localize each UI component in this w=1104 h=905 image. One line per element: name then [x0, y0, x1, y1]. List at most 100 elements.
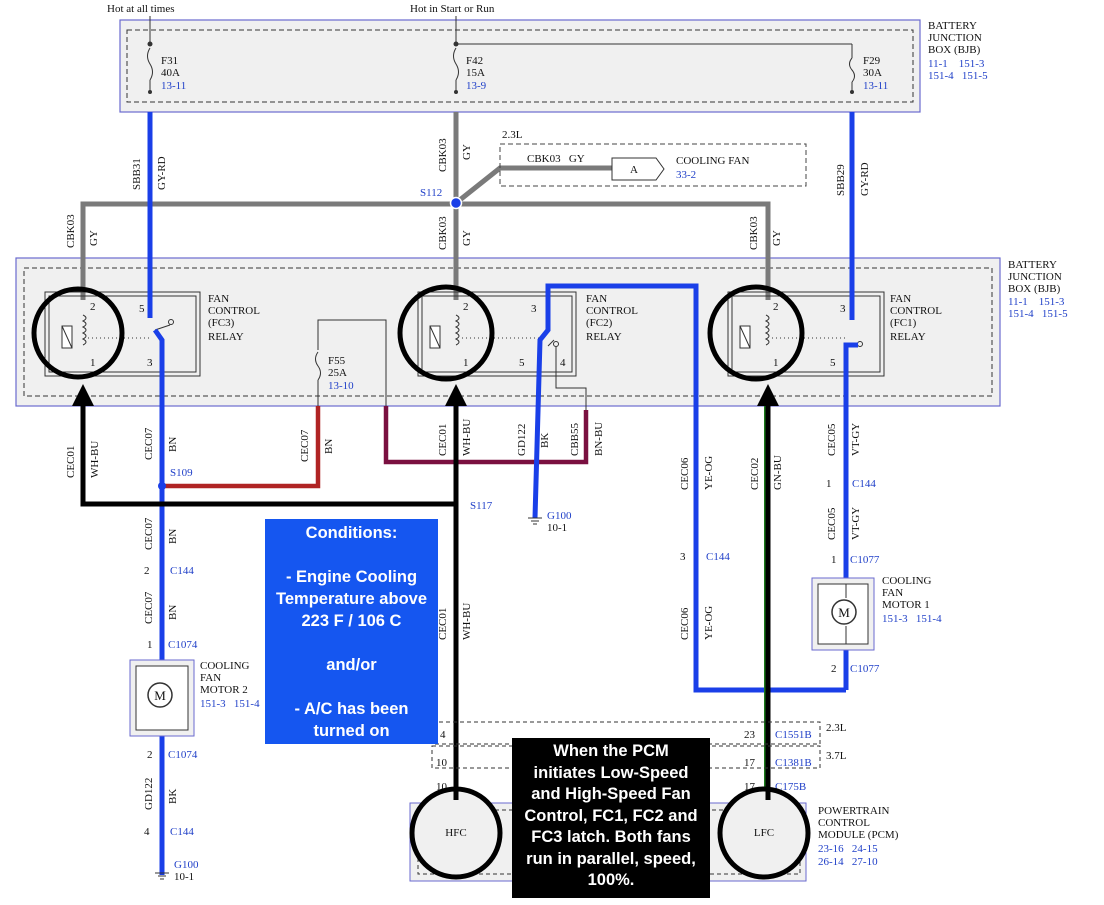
- c1074top-name: C1074: [168, 639, 198, 651]
- hot-at-all-times-label: Hot at all times: [107, 3, 175, 15]
- fc3-pin-3: 3: [147, 357, 153, 369]
- c1077top-name: C1077: [850, 554, 880, 566]
- c144d-name: C144: [170, 826, 194, 838]
- g100-mid-ref: 10-1: [547, 522, 567, 534]
- bjb-mid-title-1: BATTERY: [1008, 259, 1057, 271]
- motor-2-symbol: M: [154, 688, 166, 703]
- label-whbu-2: WH-BU: [461, 419, 473, 456]
- fc2-label-1: FAN: [586, 293, 607, 305]
- splice-s112-label: S112: [420, 187, 442, 199]
- fc2-pin-1: 1: [463, 357, 469, 369]
- motor-1-icon: [831, 599, 857, 625]
- connector-labels: 1 C144 2 C144 3 C144 4 C144 1 C1077 2 C1…: [144, 478, 880, 838]
- bjb-top-title-1: BATTERY: [928, 20, 977, 32]
- c144a-pin: 1: [826, 478, 832, 490]
- conditions-line-4: Temperature above: [276, 590, 427, 608]
- fc2-pin-5: 5: [519, 357, 525, 369]
- c1077top-pin: 1: [831, 554, 837, 566]
- label-cbb55: CBB55: [569, 422, 581, 456]
- fuse-f55-name: F55: [328, 355, 346, 367]
- motor-1-label-1: COOLING: [882, 575, 932, 587]
- fc3-label-1: FAN: [208, 293, 229, 305]
- wire-cbb55-maroon: [383, 406, 589, 465]
- label-cec06-1: CEC06: [679, 457, 691, 490]
- label-gd122-1: GD122: [516, 424, 528, 456]
- label-cec01-1: CEC01: [65, 446, 77, 478]
- arrow-fc1-coil: [757, 384, 779, 406]
- g100-left-name: G100: [174, 859, 199, 871]
- c1381b-right-pin: 17: [744, 757, 756, 769]
- motor-1-label-2: FAN: [882, 587, 903, 599]
- relay-fc1: 2 3 1 5 FAN CONTROL (FC1) RELAY: [727, 291, 942, 377]
- conditions-line-7: and/or: [326, 656, 377, 674]
- fc3-label-3: (FC3): [208, 317, 235, 329]
- bjb-top-refs-2: 151-4 151-5: [928, 70, 988, 82]
- label-cbk03-1: CBK03: [437, 138, 449, 172]
- c175b-name: C175B: [775, 781, 806, 793]
- conditions-line-9: - A/C has been: [294, 700, 409, 718]
- pcm-note-line-1: When the PCM: [553, 742, 669, 760]
- bjb-top-title-2: JUNCTION: [928, 32, 982, 44]
- fc1-label-2: CONTROL: [890, 305, 942, 317]
- label-gy-rd-1: GY-RD: [156, 156, 168, 190]
- fuse-f29-ref: 13-11: [863, 80, 888, 92]
- fc2-label-2: CONTROL: [586, 305, 638, 317]
- g100-left-ref: 10-1: [174, 871, 194, 883]
- ground-g100-mid: G100 10-1: [528, 510, 572, 534]
- fuse-f55-rating: 25A: [328, 367, 347, 379]
- conditions-line-1: Conditions:: [305, 524, 398, 542]
- motor-2-icon: [147, 682, 173, 708]
- label-vtgy-1: VT-GY: [850, 423, 862, 456]
- conditions-spacer-2: [265, 676, 438, 698]
- splice-s112: [449, 196, 463, 210]
- motor-1-refs: 151-3 151-4: [882, 613, 942, 625]
- fc3-pin-1: 1: [90, 357, 96, 369]
- cooling-fan-wire-label: CBK03 GY: [527, 153, 585, 165]
- label-bk-1: BK: [539, 433, 551, 448]
- bjb-top-box: [119, 19, 921, 113]
- label-whbu-1: WH-BU: [89, 441, 101, 478]
- fc1-pin-5: 5: [830, 357, 836, 369]
- pcm-refs-2: 26-14 27-10: [818, 856, 878, 868]
- fc2-pin-2: 2: [463, 301, 469, 313]
- pcm-note-line-5: FC3 latch. Both fans: [531, 828, 691, 846]
- conditions-line-10: turned on: [313, 722, 390, 740]
- c1074bot-pin: 2: [147, 749, 153, 761]
- motor-2-label-2: FAN: [200, 672, 221, 684]
- fuse-f29-symbol: [849, 57, 855, 83]
- label-bn-4: BN: [167, 605, 179, 620]
- c144d-pin: 4: [144, 826, 150, 838]
- highlight-fc3: [31, 286, 125, 380]
- pcm-lfc-label: LFC: [754, 827, 774, 839]
- connector-a-symbol: [611, 157, 665, 181]
- fc1-pin-3: 3: [840, 303, 846, 315]
- motor-1-label-3: MOTOR 1: [882, 599, 930, 611]
- fuse-f31-symbol: [147, 47, 153, 81]
- wire-blue-circuits: [147, 112, 858, 875]
- option-23l-box: [499, 143, 807, 187]
- label-bn-1: BN: [167, 437, 179, 452]
- highlight-lfc: [717, 786, 811, 880]
- motor-2-label-1: COOLING: [200, 660, 250, 672]
- connector-a-label: A: [630, 164, 638, 176]
- bjb-mid-refs-2: 151-4 151-5: [1008, 308, 1068, 320]
- label-gd122-2: GD122: [143, 778, 155, 810]
- conditions-callout: Conditions: - Engine Cooling Temperature…: [265, 519, 438, 744]
- label-yeog-2: YE-OG: [703, 606, 715, 640]
- label-cbk03-4: CBK03: [748, 216, 760, 250]
- fc3-label-4: RELAY: [208, 331, 244, 343]
- fuse-f55-ref: 13-10: [328, 380, 354, 392]
- pcm-note-line-7: 100%.: [587, 871, 635, 889]
- fc1-pin-1: 1: [773, 357, 779, 369]
- c1381b-name: C1381B: [775, 757, 812, 769]
- fc1-pin-2: 2: [773, 301, 779, 313]
- c1551b-name: C1551B: [775, 729, 812, 741]
- c144a-name: C144: [852, 478, 876, 490]
- label-cec07-3: CEC07: [143, 517, 155, 550]
- wire-labels-lower: CEC01 WH-BU CEC07 BN CEC07 BN CEC01 WH-B…: [65, 419, 862, 810]
- fc2-label-3: (FC2): [586, 317, 613, 329]
- c1551b-left-pin: 4: [440, 729, 446, 741]
- c175b-left-pin: 10: [436, 781, 448, 793]
- fuse-f29-rating: 30A: [863, 67, 882, 79]
- label-cbk03-2: CBK03: [65, 214, 77, 248]
